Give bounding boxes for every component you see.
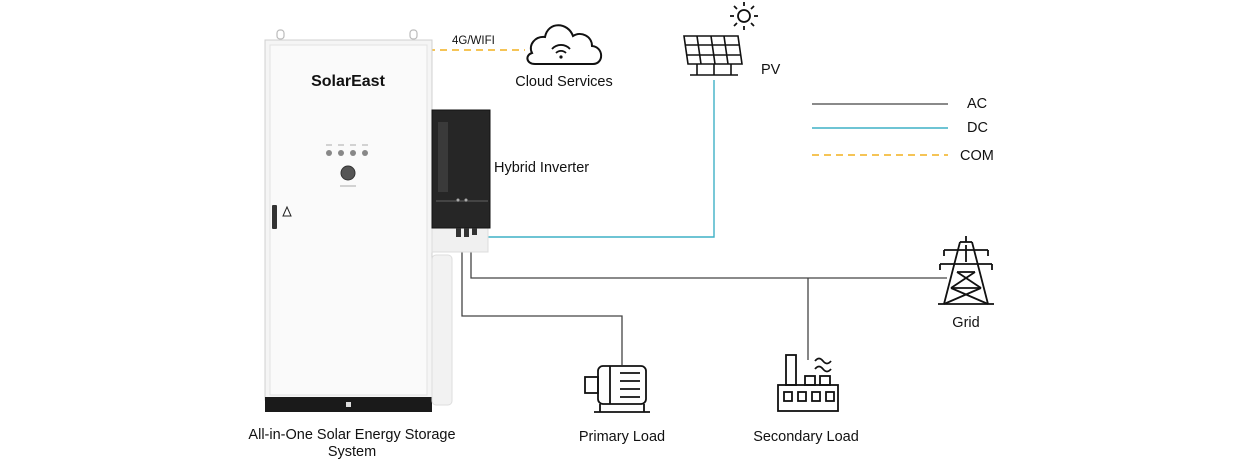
hybrid-inverter — [431, 109, 491, 406]
solar-panel-icon — [683, 35, 743, 76]
storage-cabinet: SolarEast — [264, 29, 433, 412]
transmission-tower-icon — [938, 236, 994, 305]
ac-primary-load-line — [461, 240, 623, 365]
ac-grid-line — [470, 240, 947, 279]
door-handle — [272, 205, 277, 229]
dc-pv-line — [480, 80, 715, 238]
sun-icon — [730, 2, 758, 30]
secondary-load-label: Secondary Load — [753, 429, 859, 445]
emergency-stop-button — [340, 165, 356, 181]
legend: AC DC COM — [812, 96, 994, 164]
com-link-label: 4G/WIFI — [452, 35, 495, 47]
warning-icon — [282, 205, 292, 217]
primary-load-label: Primary Load — [579, 429, 665, 445]
cloud-wifi-icon — [526, 24, 603, 65]
cabinet-brand: SolarEast — [311, 73, 385, 90]
connection-lines — [428, 49, 947, 365]
storage-label-line2: System — [328, 444, 376, 460]
legend-ac-label: AC — [967, 96, 987, 112]
inverter-label: Hybrid Inverter — [494, 160, 589, 176]
legend-dc-label: DC — [967, 120, 988, 136]
motor-icon — [584, 365, 650, 413]
grid-label: Grid — [952, 315, 979, 331]
storage-label-line1: All-in-One Solar Energy Storage — [248, 427, 455, 443]
legend-com-label: COM — [960, 148, 994, 164]
cloud-label: Cloud Services — [515, 74, 613, 90]
factory-icon — [777, 354, 839, 412]
pv-label: PV — [761, 62, 781, 78]
